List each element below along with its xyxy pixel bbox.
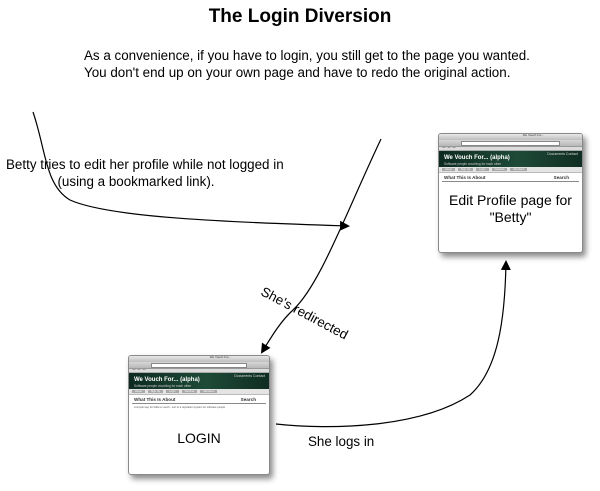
- bookmarks-bar: [439, 147, 582, 151]
- arrow-redirect: [260, 138, 382, 354]
- arrow-logs-in: [275, 260, 511, 428]
- search-heading: Search: [553, 175, 569, 180]
- login-label: LOGIN: [177, 430, 221, 446]
- edit-profile-browser-window: We Vouch For... Documents Contact We Vou…: [438, 133, 583, 253]
- site-header: Documents Contact We Vouch For... (alpha…: [439, 151, 582, 167]
- tab-members: Members: [200, 390, 218, 393]
- caption-logs-in: She logs in: [308, 434, 375, 449]
- login-browser-window: We Vouch For... Documents Contact We Vou…: [128, 355, 270, 475]
- site-title: We Vouch For... (alpha): [134, 377, 200, 383]
- caption-betty-line-2: (using a bookmarked link).: [57, 174, 215, 189]
- tab-home: Home: [132, 390, 145, 393]
- address-bar: [151, 363, 247, 368]
- bookmarks-bar: [129, 369, 269, 373]
- tab-login: Login: [166, 390, 179, 393]
- section-headings: What This Is About Search: [442, 173, 579, 182]
- intro-line-2: You don't end up on your own page and ha…: [84, 65, 511, 80]
- about-heading: What This Is About: [444, 175, 486, 180]
- site-header-links: Documents Contact: [547, 152, 578, 156]
- tab-home: Home: [442, 168, 455, 171]
- section-headings: What This Is About Search: [132, 395, 266, 404]
- site-tagline: Software people vouching for each other: [444, 162, 502, 166]
- arrow-edit-attempt: [32, 111, 350, 231]
- edit-profile-label: Edit Profile page for "Betty": [439, 192, 582, 226]
- search-heading: Search: [240, 397, 256, 402]
- intro-line-1: As a convenience, if you have to login, …: [84, 48, 530, 63]
- site-title: We Vouch For... (alpha): [444, 155, 510, 161]
- caption-betty-line-1: Betty tries to edit her profile while no…: [6, 157, 284, 172]
- tab-login: Login: [476, 168, 489, 171]
- window-title: We Vouch For...: [209, 355, 231, 359]
- browser-toolbar: [129, 362, 269, 369]
- about-heading: What This Is About: [134, 397, 176, 402]
- edit-profile-label-line-2: "Betty": [489, 209, 532, 225]
- site-header-links: Documents Contact: [234, 374, 265, 378]
- diagram-title: The Login Diversion: [208, 6, 392, 27]
- window-title: We Vouch For...: [522, 133, 544, 137]
- tab-sign-up: Sign Up: [147, 390, 164, 393]
- address-bar: [461, 141, 560, 146]
- caption-betty: Betty tries to edit her profile while no…: [6, 156, 284, 190]
- tab-members: Members: [510, 168, 528, 171]
- edit-profile-label-line-1: Edit Profile page for: [449, 192, 572, 208]
- tab-vouches: Vouches: [491, 168, 508, 171]
- browser-toolbar: [439, 140, 582, 147]
- site-header: Documents Contact We Vouch For... (alpha…: [129, 373, 269, 389]
- about-text: A simple way for folks to vouch - sort o…: [134, 406, 226, 409]
- site-tagline: Software people vouching for each other: [134, 384, 192, 388]
- tab-vouches: Vouches: [181, 390, 198, 393]
- intro-text: As a convenience, if you have to login, …: [84, 47, 584, 81]
- tab-sign-up: Sign Up: [457, 168, 474, 171]
